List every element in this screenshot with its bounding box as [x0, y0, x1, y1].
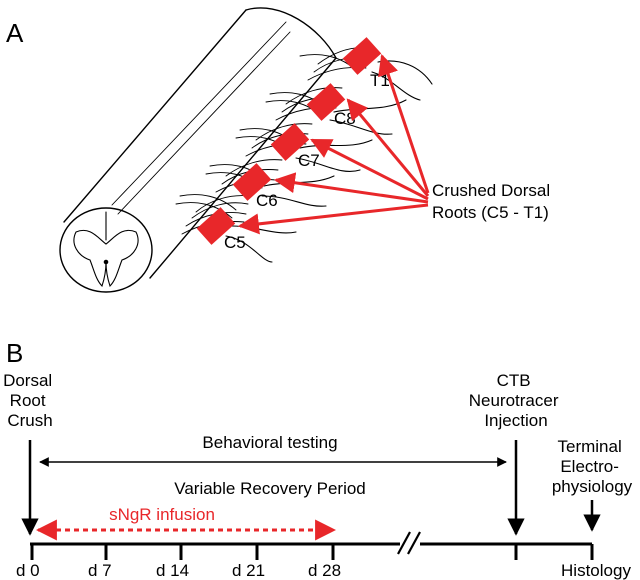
dorsal-root-crush-label: Dorsal Root Crush	[3, 371, 57, 430]
callout-arrows	[237, 54, 430, 235]
tracer-line-2: Neurotracer	[469, 391, 559, 410]
timeline-day-labels: d 0 d 7 d 14 d 21 d 28 Histology	[16, 561, 631, 580]
segment-label-c8: C8	[334, 109, 356, 128]
crush-marker-c5	[196, 207, 236, 245]
sngr-infusion-label: sNgR infusion	[109, 505, 215, 524]
recovery-period-label: Variable Recovery Period	[174, 479, 366, 498]
day-label-21: d 21	[232, 561, 265, 580]
panel-b-label: B	[6, 338, 23, 368]
day-label-14: d 14	[156, 561, 189, 580]
segment-label-c5: C5	[224, 233, 246, 252]
tracer-line-3: Injection	[484, 411, 547, 430]
behavioral-testing-label: Behavioral testing	[202, 433, 337, 452]
ctb-injection-label: CTB Neurotracer Injection	[469, 371, 564, 430]
callout-arrow-c8	[346, 98, 430, 197]
callout-arrow-t1	[378, 54, 430, 194]
panel-a-label: A	[6, 18, 24, 48]
terminal-line-2: Electro-	[560, 457, 619, 476]
day-label-0: d 0	[16, 561, 40, 580]
callout-arrow-c5	[237, 203, 429, 235]
callout-arrow-c7	[310, 138, 429, 201]
segment-label-c7: C7	[298, 151, 320, 170]
crush-marker-t1	[342, 37, 382, 75]
callout-line-1: Crushed Dorsal	[432, 181, 550, 200]
axis-break-mark	[397, 531, 421, 555]
start-line-2: Root	[10, 391, 46, 410]
terminal-line-3: physiology	[552, 477, 633, 496]
crush-marker-c6	[232, 163, 272, 201]
callout-arrow-c6	[273, 172, 429, 204]
histology-label: Histology	[561, 561, 631, 580]
terminal-line-1: Terminal	[558, 437, 622, 456]
day-label-7: d 7	[88, 561, 112, 580]
crush-marker-c7	[270, 123, 310, 161]
start-line-1: Dorsal	[3, 371, 52, 390]
crush-markers	[196, 37, 382, 245]
segment-label-c6: C6	[256, 191, 278, 210]
start-line-3: Crush	[7, 411, 52, 430]
callout-line-2: Roots (C5 - T1)	[432, 203, 549, 222]
terminal-electrophysiology-label: Terminal Electro- physiology	[552, 437, 633, 496]
callout-label: Crushed Dorsal Roots (C5 - T1)	[432, 181, 555, 222]
day-label-28: d 28	[308, 561, 341, 580]
timeline-ticks	[30, 544, 594, 560]
crush-marker-c8	[306, 83, 346, 121]
tracer-line-1: CTB	[497, 371, 531, 390]
